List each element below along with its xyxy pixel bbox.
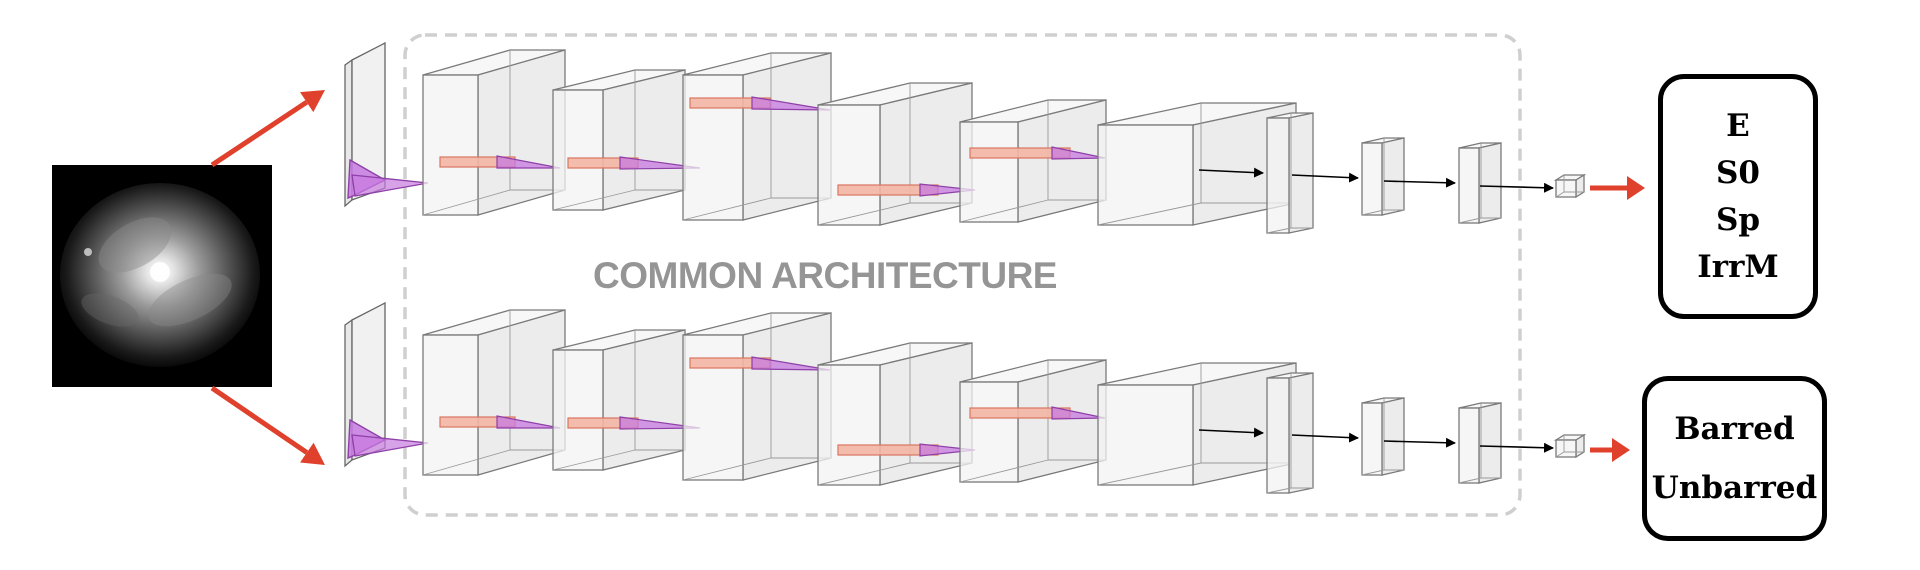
conv-kernel-2 [567, 156, 701, 170]
arrow-to-dense-3 [1383, 177, 1456, 188]
common-architecture-region [403, 33, 1522, 517]
dense-layer-1 [1266, 372, 1314, 494]
dense-layer-2 [1361, 137, 1405, 216]
output-arrow-morphology [1590, 176, 1645, 200]
conv-kernel-1 [439, 155, 561, 169]
conv-kernel-3 [689, 96, 831, 111]
input-slice [344, 301, 429, 468]
network-branch-bar [344, 301, 1587, 494]
split-arrow-top [210, 90, 325, 168]
output-arrows [1590, 176, 1645, 462]
output-neurons [1553, 433, 1587, 459]
arrow-to-dense-2 [1291, 172, 1359, 183]
split-arrow-bottom [210, 385, 325, 465]
class-label-e: E [1726, 107, 1750, 144]
conv-kernel-5 [969, 146, 1106, 160]
conv-block-1 [422, 309, 566, 476]
class-label-s0: S0 [1716, 154, 1760, 191]
bar-output-box: Barred Unbarred [1642, 376, 1827, 541]
conv-block-3 [682, 52, 832, 221]
class-label-irrm: IrrM [1697, 248, 1779, 285]
arrow-to-output-neurons [1479, 182, 1554, 193]
arrow-to-dense-1 [1198, 427, 1264, 438]
conv-block-2 [552, 329, 686, 471]
class-label-unbarred: Unbarred [1651, 469, 1818, 506]
conv-block-6 [1097, 362, 1297, 486]
conv-kernel-4 [837, 183, 976, 197]
arrow-to-output-neurons [1479, 442, 1554, 453]
input-slice [344, 41, 429, 208]
conv-kernel-4 [837, 443, 976, 457]
common-architecture-label: COMMON ARCHITECTURE [593, 255, 1057, 296]
input-split-arrows [210, 90, 325, 465]
conv-kernel-1 [439, 415, 561, 429]
conv-block-5 [959, 99, 1107, 223]
output-arrow-bar [1590, 438, 1630, 462]
arrow-to-dense-2 [1291, 432, 1359, 443]
output-neurons [1553, 173, 1587, 199]
dense-layer-3 [1458, 402, 1502, 484]
conv-block-4 [817, 82, 973, 226]
dense-layer-2 [1361, 397, 1405, 476]
conv-kernel-3 [689, 356, 831, 371]
arrow-to-dense-3 [1383, 437, 1456, 448]
morphology-output-box: E S0 Sp IrrM [1658, 74, 1818, 319]
arrow-to-dense-1 [1198, 167, 1264, 178]
conv-kernel-2 [567, 416, 701, 430]
class-label-barred: Barred [1674, 410, 1795, 447]
conv-block-2 [552, 69, 686, 211]
conv-kernel-5 [969, 406, 1106, 420]
input-galaxy-image [52, 165, 272, 387]
dense-layer-1 [1266, 112, 1314, 234]
class-label-sp: Sp [1715, 201, 1761, 238]
network-branch-morphology [344, 41, 1587, 234]
conv-block-1 [422, 49, 566, 216]
conv-block-3 [682, 312, 832, 481]
conv-block-5 [959, 359, 1107, 483]
conv-block-6 [1097, 102, 1297, 226]
conv-block-4 [817, 342, 973, 486]
dense-layer-3 [1458, 142, 1502, 224]
